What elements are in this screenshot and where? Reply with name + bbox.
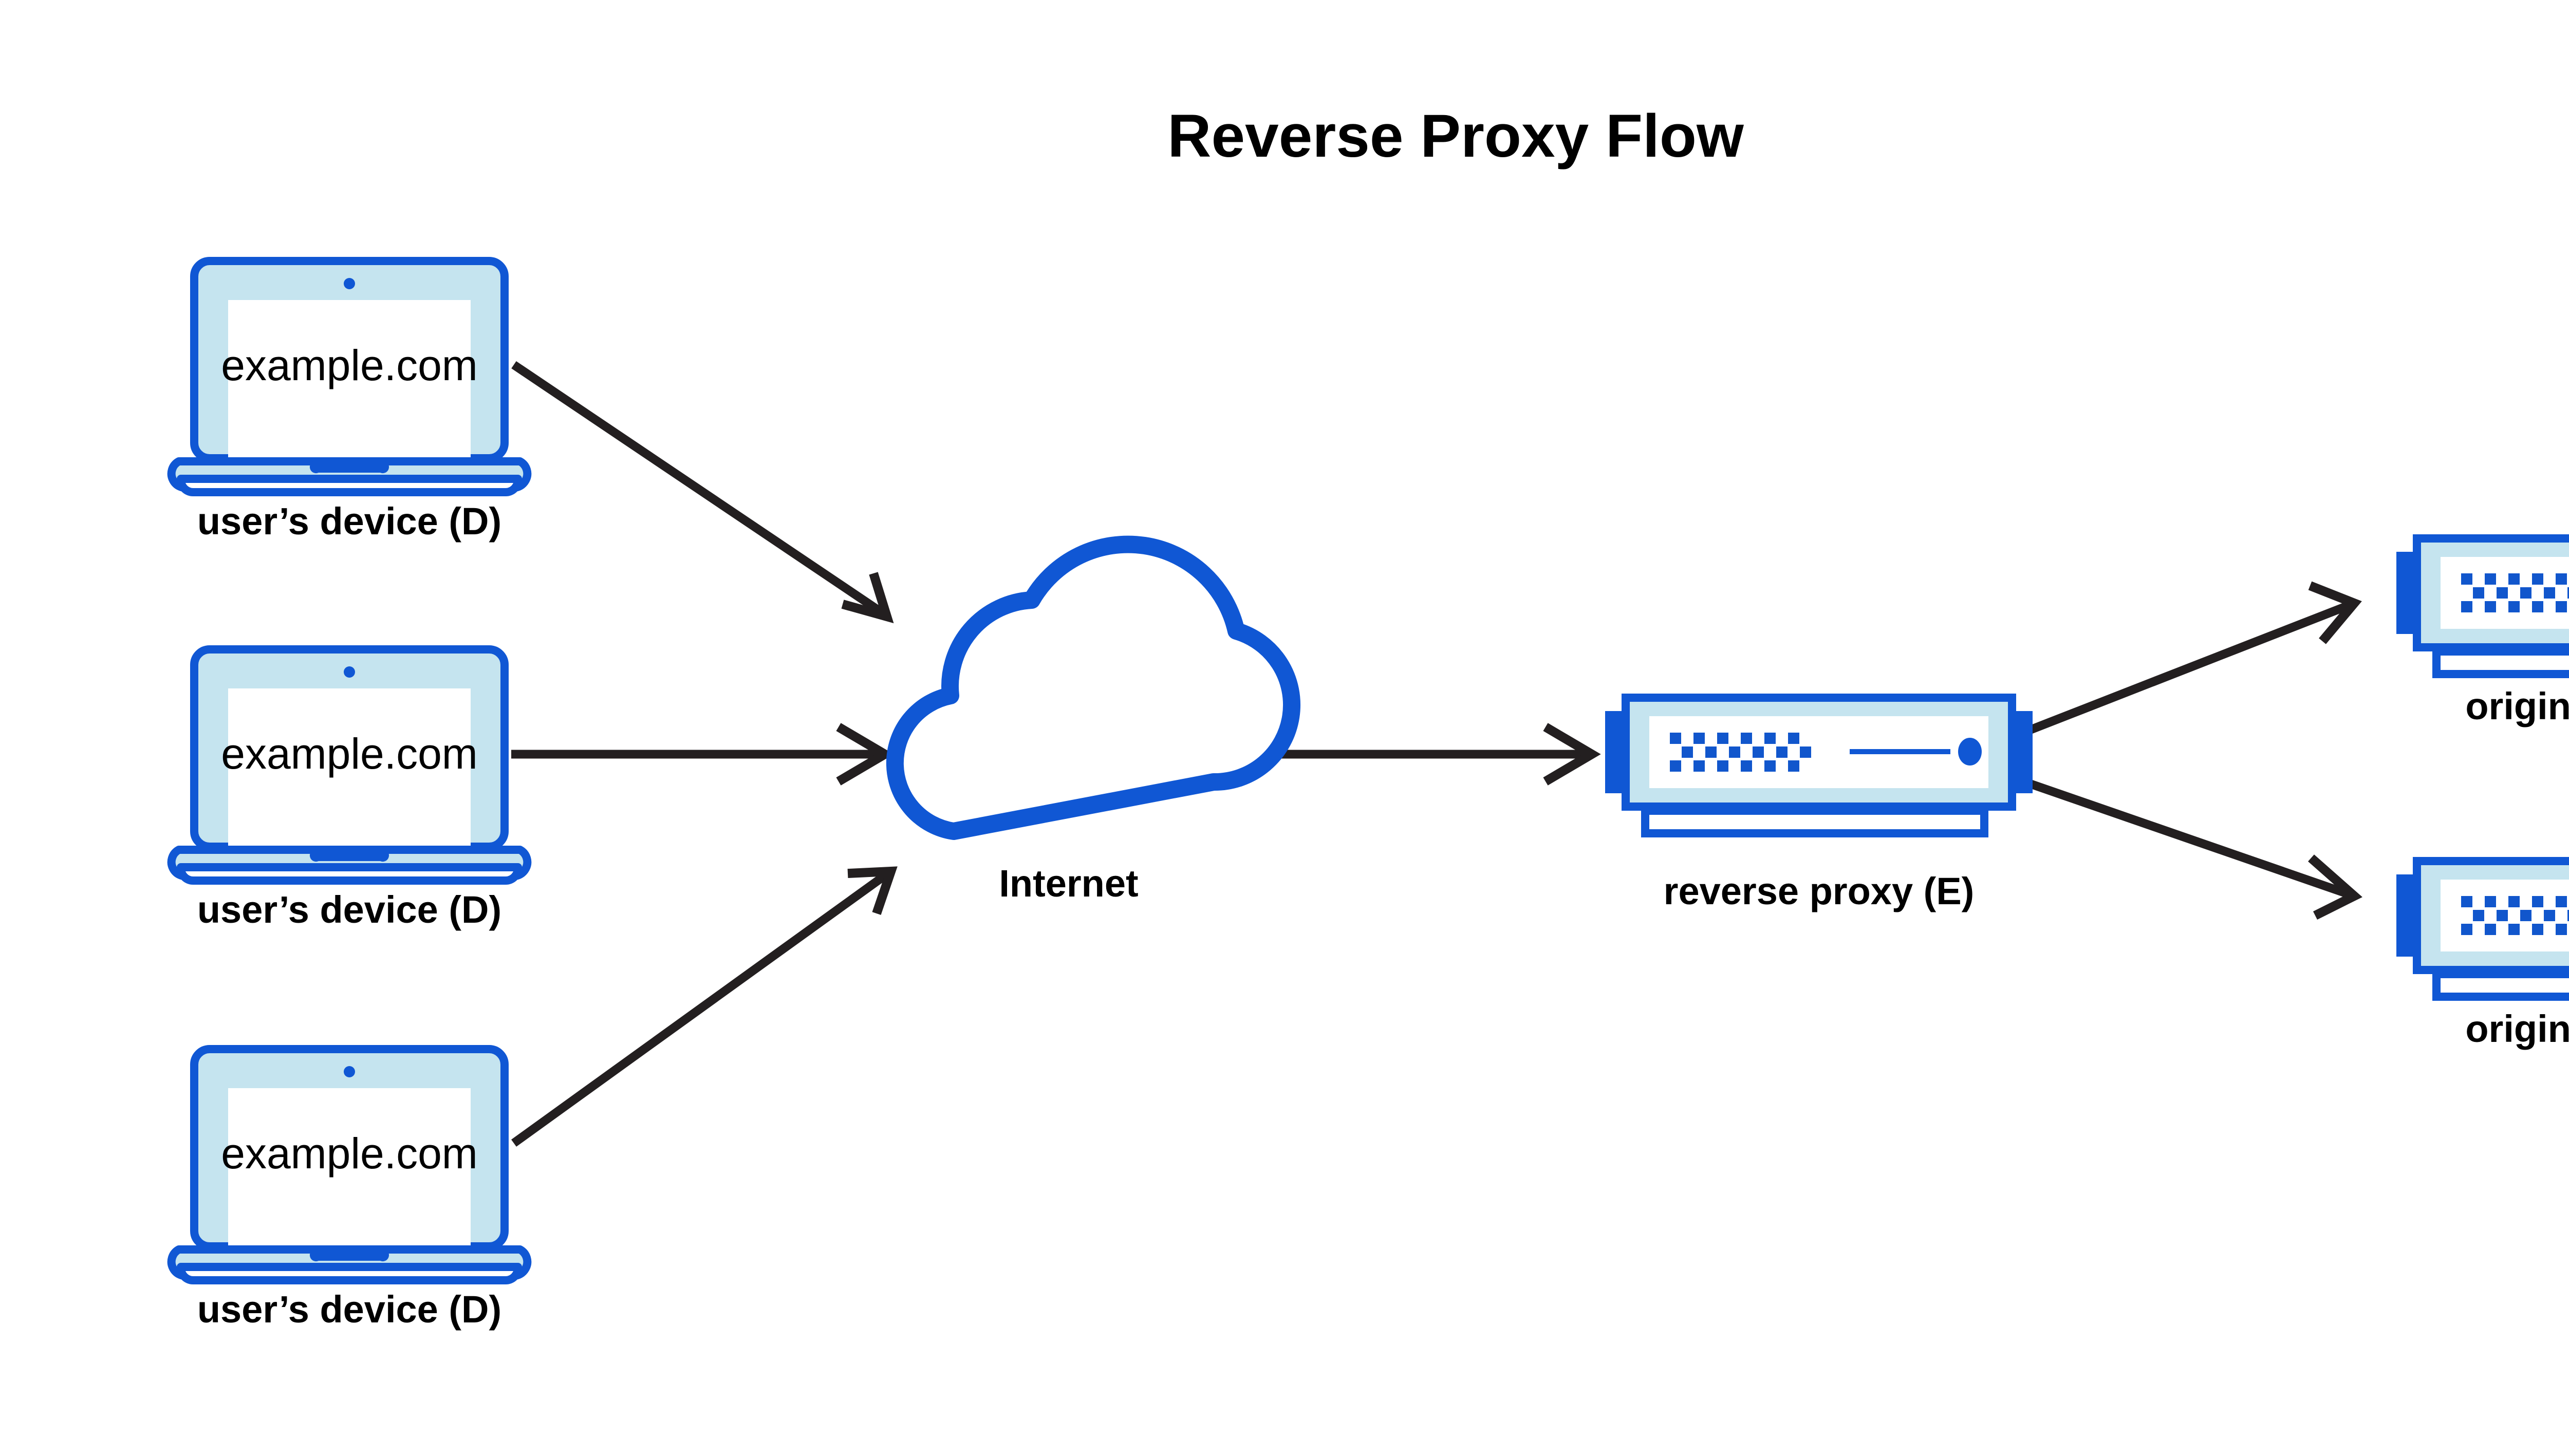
origin-server-label: origin server (F) [2465, 685, 2569, 727]
arrow-reverse-proxy-to-origin-top [2008, 581, 2362, 742]
arrow-device-middle-to-internet [511, 723, 894, 786]
arrow-device-top-to-internet [511, 361, 894, 624]
server-icon [2396, 861, 2569, 997]
node-device-top[interactable]: example.com user’s device (D) [172, 261, 528, 543]
device-label: user’s device (D) [197, 500, 501, 543]
device-screen-text: example.com [221, 1129, 478, 1178]
cloud-icon [886, 535, 1301, 840]
node-origin-top[interactable]: origin server (F) [2396, 538, 2569, 727]
arrow-device-bottom-to-internet [511, 866, 898, 1147]
connector-layer [511, 361, 2362, 1147]
cloud-label: Internet [999, 862, 1138, 905]
node-origin-bottom[interactable]: origin server (F) [2396, 861, 2569, 1050]
node-internet-cloud[interactable]: Internet [886, 535, 1301, 905]
arrow-internet-to-reverse-proxy [1229, 723, 1601, 786]
server-icon [2396, 538, 2569, 674]
node-device-middle[interactable]: example.com user’s device (D) [172, 649, 528, 931]
node-device-bottom[interactable]: example.com user’s device (D) [172, 1049, 528, 1331]
device-label: user’s device (D) [197, 888, 501, 931]
device-label: user’s device (D) [197, 1288, 501, 1331]
origin-server-label: origin server (F) [2465, 1007, 2569, 1050]
device-screen-text: example.com [221, 730, 478, 778]
server-icon [1605, 698, 2033, 833]
reverse-proxy-label: reverse proxy (E) [1664, 870, 1975, 912]
device-screen-text: example.com [221, 341, 478, 389]
arrow-reverse-proxy-to-origin-bottom [2008, 772, 2362, 920]
page-title: Reverse Proxy Flow [1167, 102, 1744, 170]
node-reverse-proxy[interactable]: reverse proxy (E) [1605, 698, 2033, 912]
